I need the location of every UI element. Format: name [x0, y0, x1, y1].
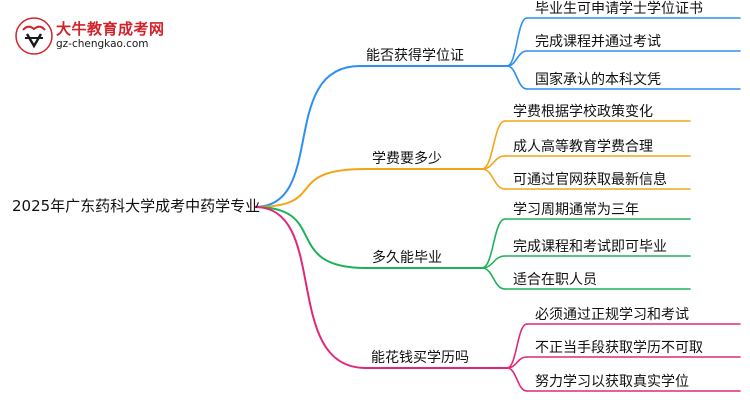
- leaf-connector: [506, 367, 528, 392]
- branch-connector: [254, 206, 367, 369]
- logo-title: 大牛教育成考网: [56, 20, 165, 38]
- leaf-node[interactable]: 适合在职人员: [513, 272, 597, 288]
- leaf-connector: [506, 50, 528, 67]
- leaf-connector: [506, 323, 528, 369]
- leaf-connector: [481, 120, 506, 170]
- branch-node[interactable]: 学费要多少: [372, 151, 442, 167]
- branch-connector: [254, 206, 367, 269]
- branch-connector: [254, 168, 367, 208]
- leaf-node[interactable]: 完成课程和考试即可毕业: [513, 239, 667, 255]
- leaf-node[interactable]: 学习周期通常为三年: [513, 202, 639, 218]
- leaf-connector: [506, 65, 528, 90]
- leaf-connector: [481, 218, 506, 269]
- leaf-node[interactable]: 必须通过正规学习和考试: [535, 307, 689, 323]
- leaf-connector: [481, 267, 506, 290]
- site-logo[interactable]: 大牛教育成考网 gz-chengkao.com: [14, 16, 204, 56]
- leaf-node[interactable]: 毕业生可申请学士学位证书: [535, 1, 703, 17]
- leaf-node[interactable]: 不正当手段获取学历不可取: [535, 340, 703, 356]
- ox-logo-icon: [15, 17, 53, 55]
- branch-node[interactable]: 能花钱买学历吗: [371, 350, 469, 366]
- leaf-node[interactable]: 完成课程并通过考试: [535, 34, 661, 50]
- leaf-node[interactable]: 国家承认的本科文凭: [535, 72, 661, 88]
- branch-node[interactable]: 多久能毕业: [372, 250, 442, 266]
- leaf-node[interactable]: 学费根据学校政策变化: [513, 104, 653, 120]
- leaf-node[interactable]: 努力学习以获取真实学位: [535, 374, 689, 390]
- leaf-connector: [506, 17, 528, 67]
- root-node[interactable]: 2025年广东药科大学成考中药学专业: [12, 197, 261, 215]
- branch-node[interactable]: 能否获得学位证: [366, 48, 464, 64]
- logo-url: gz-chengkao.com: [56, 38, 149, 50]
- leaf-node[interactable]: 成人高等教育学费合理: [513, 139, 653, 155]
- leaf-node[interactable]: 可通过官网获取最新信息: [513, 172, 667, 188]
- leaf-connector: [481, 168, 506, 190]
- branch-connector: [254, 65, 361, 208]
